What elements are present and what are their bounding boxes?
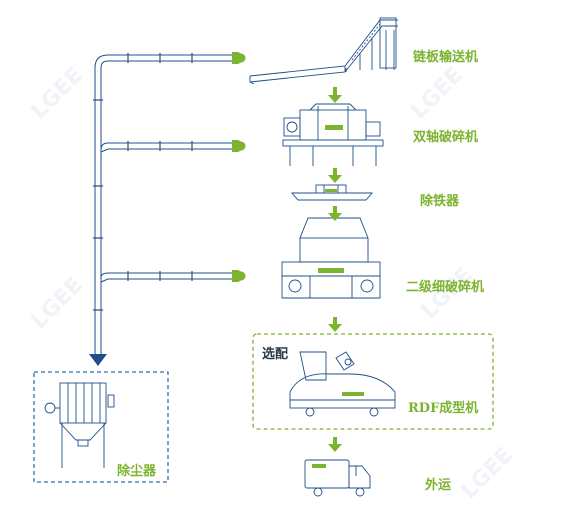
flow-arrow — [328, 87, 342, 452]
dust-duct — [93, 53, 232, 355]
step-label-iron-removal: 除铁器 — [420, 194, 460, 209]
optional-label: 选配 — [262, 347, 289, 362]
secondary-fine-shredder-icon — [281, 217, 381, 299]
svg-text:LGEE: LGEE — [27, 273, 89, 335]
dust-collector-label: 除尘器 — [117, 464, 157, 479]
rdf-molding-machine-icon — [289, 351, 396, 417]
step-label-double-shaft-shredder: 双轴破碎机 — [413, 130, 479, 145]
svg-text:LGEE: LGEE — [407, 63, 469, 125]
dust-collector-box — [33, 371, 169, 483]
duct-down-arrow — [89, 354, 107, 366]
svg-text:LGEE: LGEE — [457, 443, 519, 505]
optional-section-box — [252, 333, 494, 430]
dust-collector-icon — [44, 382, 115, 468]
truck-icon — [304, 459, 371, 497]
step-label-chain-conveyor: 链板输送机 — [413, 50, 479, 65]
iron-remover-icon — [291, 184, 373, 201]
step-label-secondary-fine-shredder: 二级细破碎机 — [406, 280, 485, 295]
step-label-rdf-molding: RDF成型机 — [408, 401, 479, 416]
suction-nozzle-icon — [232, 52, 246, 282]
svg-text:LGEE: LGEE — [27, 63, 89, 125]
chain-conveyor-icon — [249, 17, 398, 85]
double-shaft-shredder-icon — [282, 103, 384, 166]
step-label-transport: 外运 — [425, 478, 452, 493]
